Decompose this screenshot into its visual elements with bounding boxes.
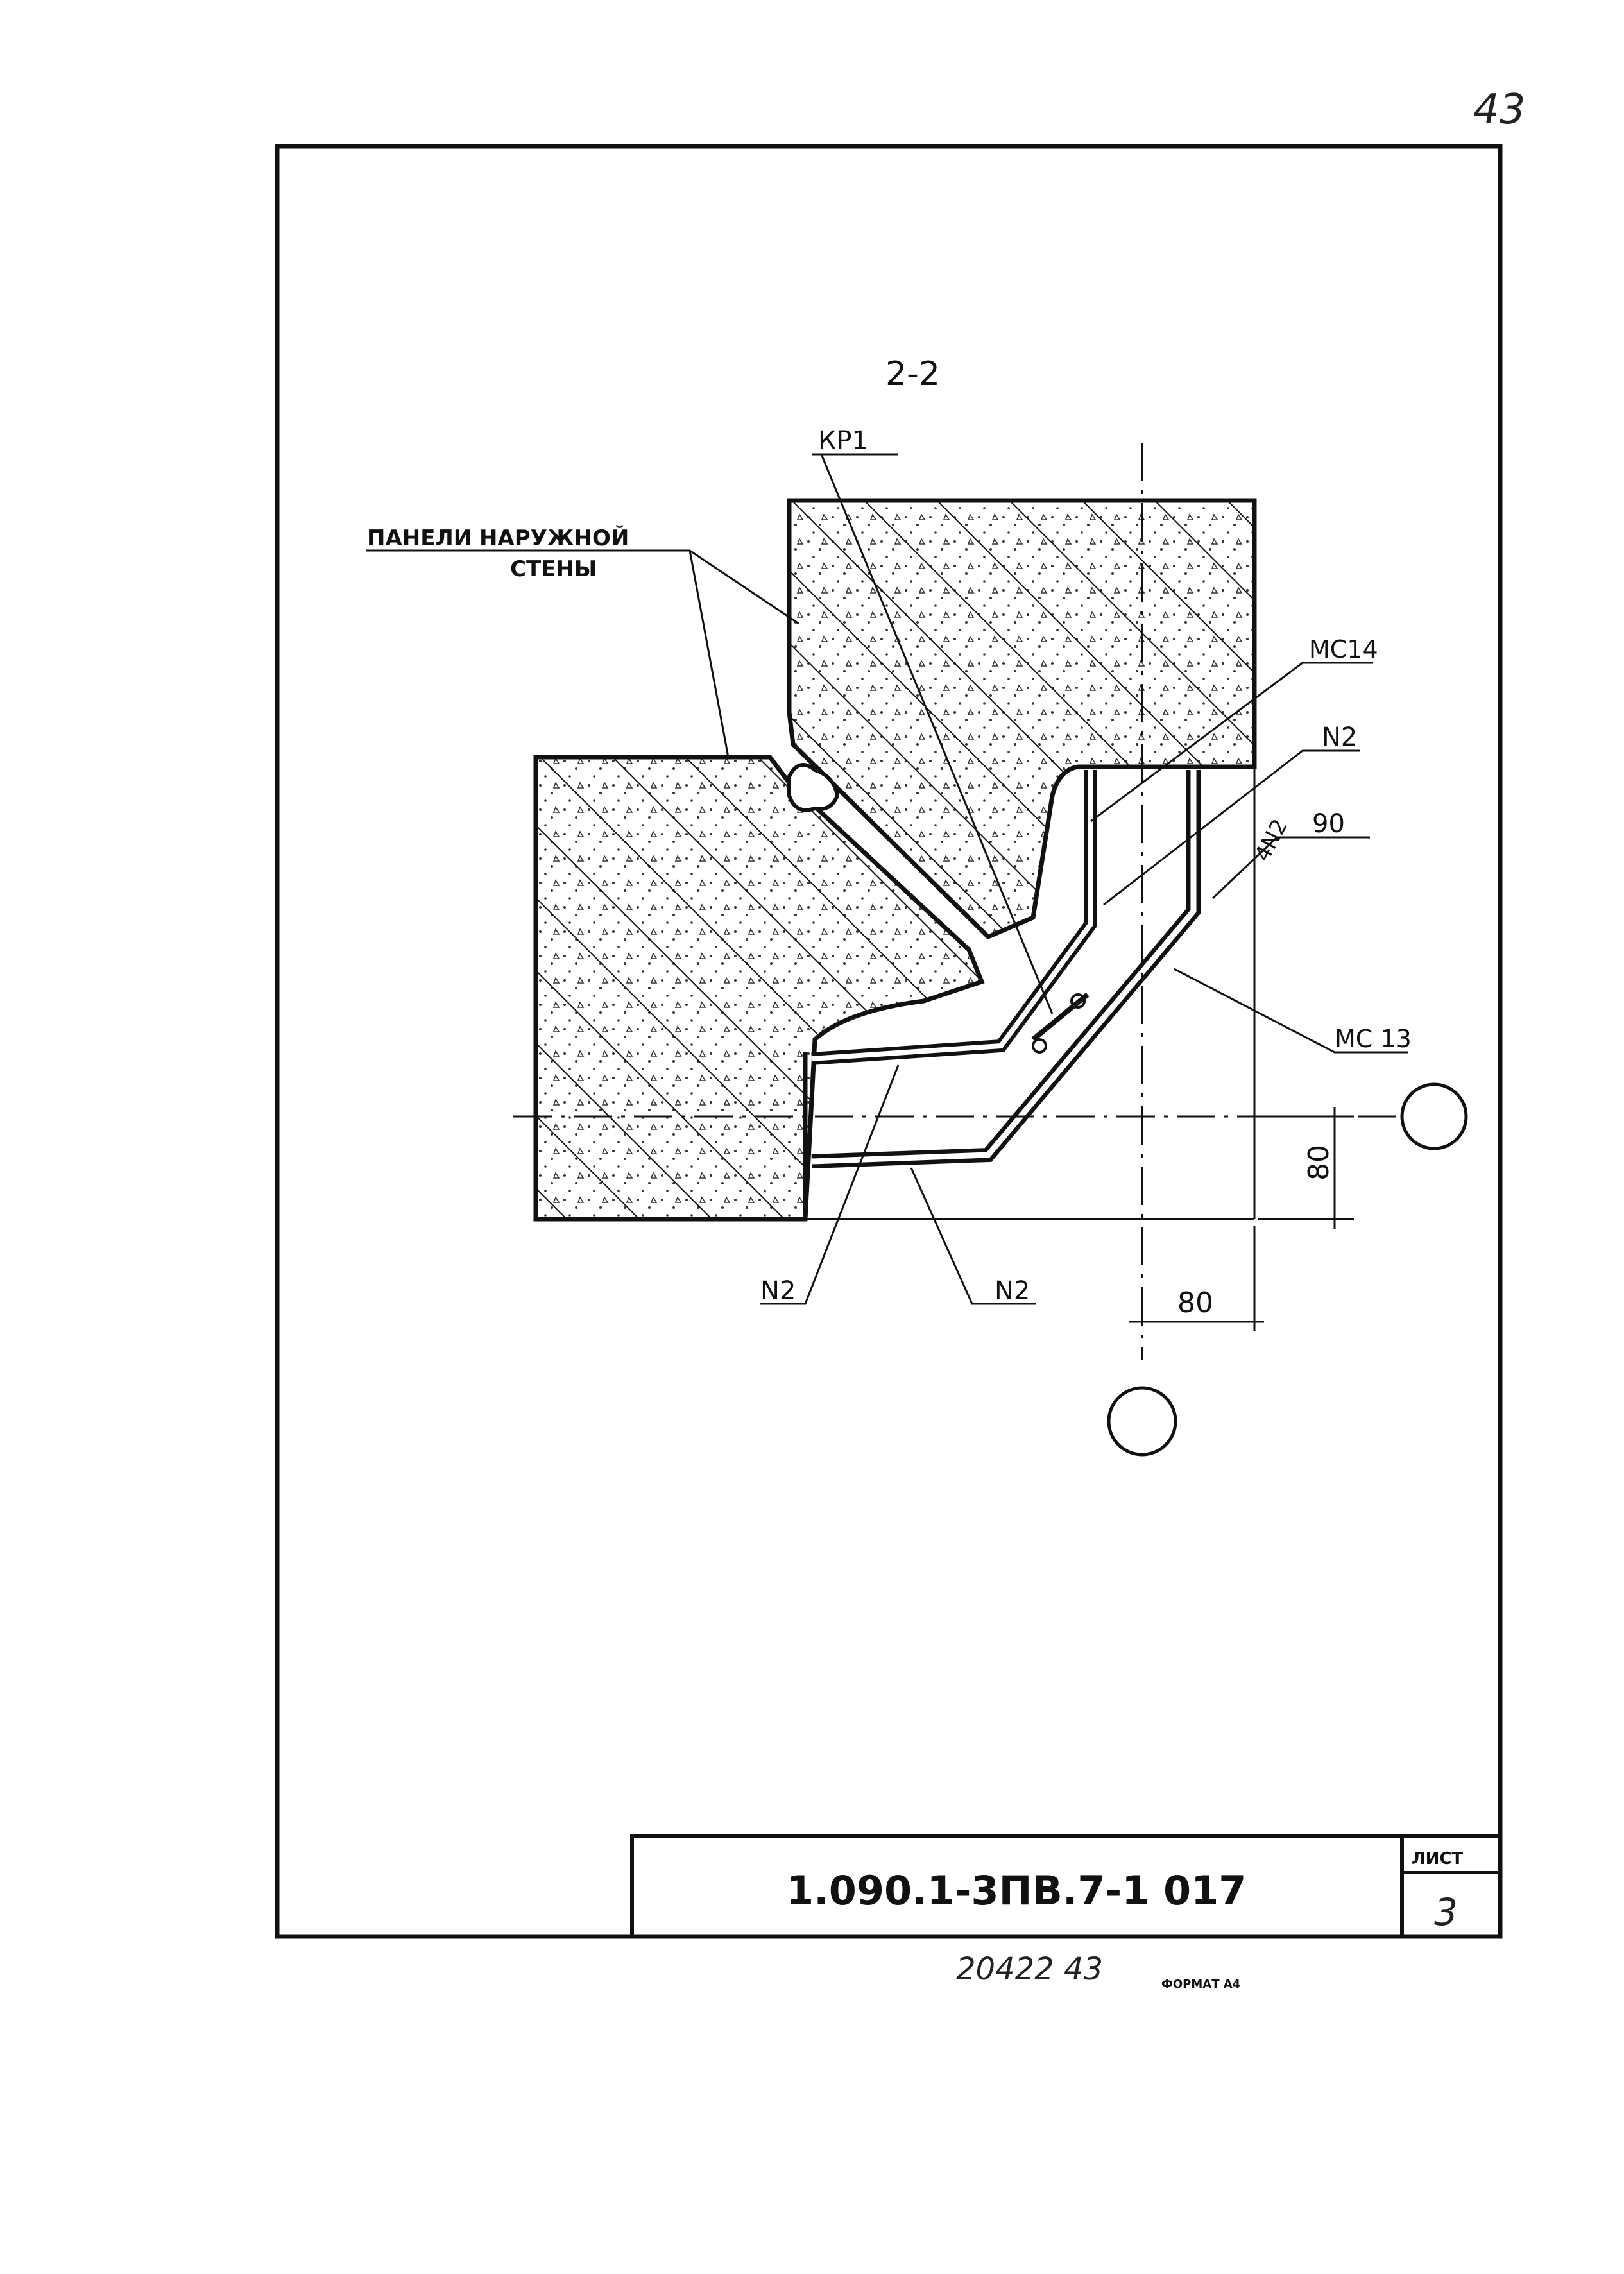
axis-marker-right bbox=[1400, 1082, 1468, 1150]
label-n2-bottom-left: N2 bbox=[760, 1276, 796, 1306]
sheet-label: ЛИСТ bbox=[1412, 1849, 1463, 1868]
sheet-number: 3 bbox=[1434, 1890, 1458, 1934]
label-n2-top: N2 bbox=[1322, 722, 1357, 752]
label-kr1: КР1 bbox=[818, 426, 868, 456]
label-n2-bottom-right: N2 bbox=[995, 1276, 1030, 1306]
dimension-horizontal: 80 bbox=[1177, 1287, 1213, 1319]
leader-4n2 bbox=[1211, 836, 1370, 900]
dimension-vertical: 80 bbox=[1303, 1145, 1335, 1181]
sheet-frame bbox=[275, 144, 1503, 1939]
label-mc14: МС14 bbox=[1309, 635, 1378, 663]
leader-mc14 bbox=[1090, 662, 1373, 823]
page-number: 43 bbox=[1473, 86, 1525, 133]
leader-n2-top bbox=[1103, 749, 1360, 906]
label-panels-line1: ПАНЕЛИ НАРУЖНОЙ bbox=[367, 525, 629, 551]
section-title: 2-2 bbox=[885, 355, 940, 393]
joint-seal bbox=[787, 763, 840, 812]
label-90: 90 bbox=[1312, 809, 1345, 839]
title-block bbox=[630, 1834, 1502, 1938]
drawing-code: 1.090.1-3ПВ.7-1 017 bbox=[786, 1867, 1246, 1914]
leader-mc13 bbox=[1174, 968, 1408, 1054]
leader-n2-bottom-left bbox=[760, 1064, 900, 1305]
axis-marker-bottom bbox=[1107, 1386, 1177, 1457]
connection-bolt bbox=[1031, 992, 1090, 1042]
label-panels-line2: СТЕНЫ bbox=[510, 556, 597, 582]
label-mc13: МС 13 bbox=[1335, 1025, 1412, 1053]
format-label: ФОРМАТ А4 bbox=[1161, 1978, 1240, 1991]
leader-n2-bottom-right bbox=[910, 1167, 1036, 1305]
inventory-number: 20422 43 bbox=[956, 1951, 1103, 1987]
